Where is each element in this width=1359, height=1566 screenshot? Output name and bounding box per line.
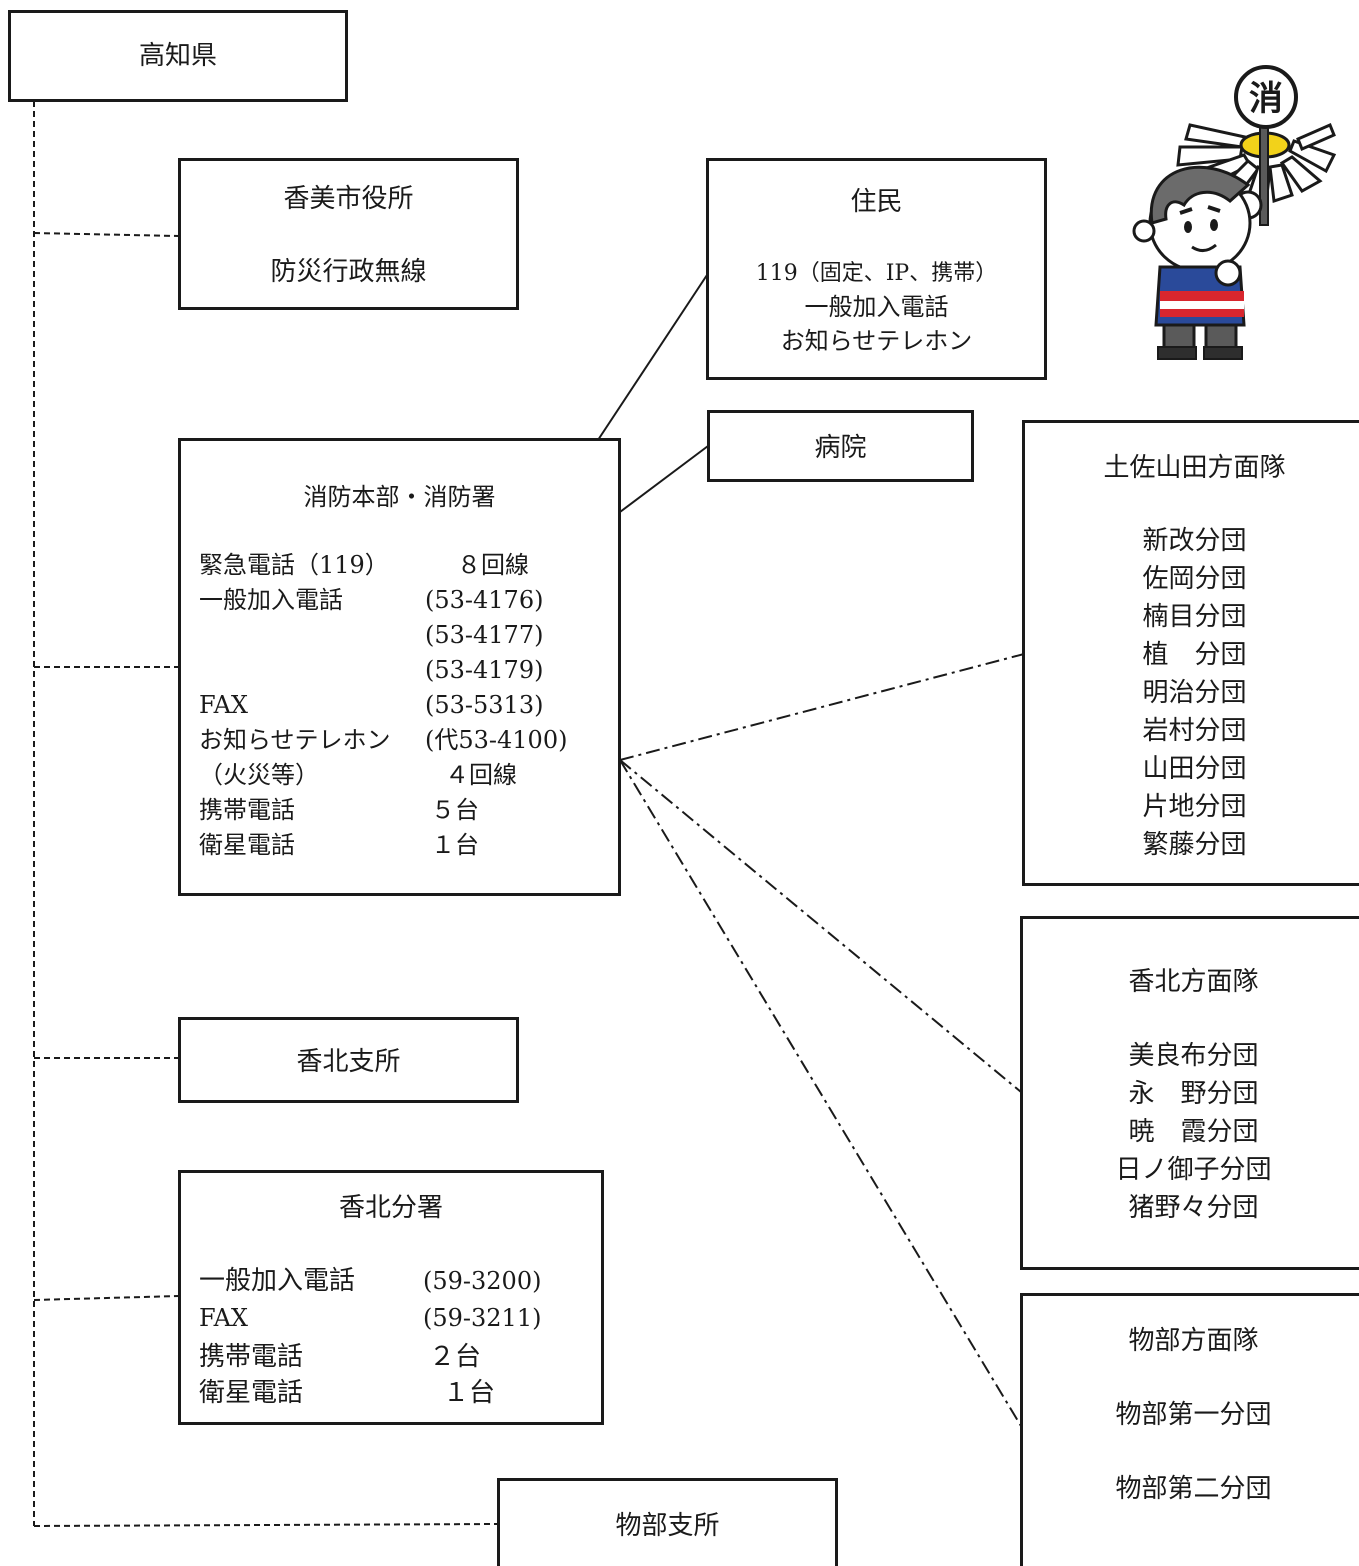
fire-hq-box: 消防本部・消防署 緊急電話（119） ８回線 一般加入電話 (53-4176) …	[178, 438, 621, 896]
unit-item: 美良布分団	[1128, 1041, 1259, 1071]
kochi-prefecture-box: 高知県	[8, 10, 348, 102]
residents-title: 住民	[850, 187, 903, 217]
unit-item: 物部第二分団	[1115, 1474, 1272, 1504]
hq-to-kahoku-corps-line	[619, 759, 1022, 1093]
hospital-box: 病院	[707, 410, 974, 482]
hq-row-value: (53-4179)	[425, 656, 544, 684]
firefighter-mascot-icon: 消	[1132, 65, 1337, 360]
unit-item: 片地分団	[1142, 792, 1247, 822]
station-row-label: FAX	[199, 1304, 248, 1332]
hq-to-residents-line	[597, 274, 708, 441]
unit-item: 明治分団	[1142, 678, 1247, 708]
hospital-title: 病院	[814, 433, 867, 463]
unit-item: 楠目分団	[1142, 602, 1247, 632]
station-row-value: ２台	[429, 1342, 482, 1372]
branch-to-kahoku-station	[33, 1295, 180, 1301]
monobe-branch-title: 物部支所	[615, 1511, 720, 1541]
unit-item: 猪野々分団	[1128, 1193, 1259, 1223]
hq-row-label: 衛星電話	[199, 831, 295, 859]
mascot-badge-text: 消	[1249, 79, 1283, 119]
tosayamada-title: 土佐山田方面隊	[1103, 453, 1286, 483]
hq-to-monobe-corps-line	[619, 759, 1022, 1427]
city-office-subtitle: 防災行政無線	[270, 257, 427, 287]
hq-row-label: （火災等）	[199, 761, 319, 789]
hq-row-value: ４回線	[445, 761, 517, 789]
hq-to-tosayamada-line	[619, 653, 1025, 761]
hq-row-value: １台	[431, 831, 479, 859]
hq-row-value: (53-4176)	[425, 586, 544, 614]
tosayamada-unit-list: 新改分団 佐岡分団 楠目分団 植 分団 明治分団 岩村分団 山田分団 片地分団 …	[1025, 522, 1359, 864]
unit-item: 新改分団	[1142, 526, 1247, 556]
unit-item: 暁 霞分団	[1128, 1117, 1259, 1147]
unit-item: 山田分団	[1142, 754, 1247, 784]
monobe-corps-box: 物部方面隊 物部第一分団 物部第二分団	[1020, 1293, 1359, 1566]
monobe-branch-box: 物部支所	[497, 1478, 838, 1566]
kahoku-corps-title: 香北方面隊	[1128, 967, 1259, 997]
station-row-label: 一般加入電話	[199, 1266, 356, 1296]
unit-item: 岩村分団	[1142, 716, 1247, 746]
unit-item: 永 野分団	[1128, 1079, 1259, 1109]
branch-to-monobe-branch	[33, 1523, 499, 1527]
residents-line: 119（固定、IP、携帯）	[755, 261, 998, 286]
tosayamada-corps-box: 土佐山田方面隊 新改分団 佐岡分団 楠目分団 植 分団 明治分団 岩村分団 山田…	[1022, 420, 1359, 886]
kahoku-corps-box: 香北方面隊 美良布分団 永 野分団 暁 霞分団 日ノ御子分団 猪野々分団	[1020, 916, 1359, 1270]
hq-row-label: 一般加入電話	[199, 586, 343, 614]
residents-box: 住民 119（固定、IP、携帯） 一般加入電話 お知らせテレホン	[706, 158, 1047, 380]
station-row-value: １台	[443, 1378, 496, 1408]
unit-item: 佐岡分団	[1142, 564, 1247, 594]
hq-row-value: (53-4177)	[425, 621, 544, 649]
hq-row-value: ５台	[431, 796, 479, 824]
unit-item: 物部第一分団	[1115, 1400, 1272, 1430]
residents-line: お知らせテレホン	[780, 327, 973, 355]
city-office-title: 香美市役所	[283, 184, 414, 214]
station-row-value: (59-3200)	[423, 1267, 542, 1295]
hq-row-value: (53-5313)	[425, 691, 544, 719]
residents-line: 一般加入電話	[804, 293, 949, 321]
kahoku-station-title: 香北分署	[338, 1193, 443, 1223]
hq-to-hospital-line	[619, 445, 709, 513]
station-row-label: 衛星電話	[199, 1378, 304, 1408]
kahoku-unit-list: 美良布分団 永 野分団 暁 霞分団 日ノ御子分団 猪野々分団	[1023, 1037, 1359, 1227]
hq-row-label: FAX	[199, 691, 248, 719]
kochi-title: 高知県	[138, 41, 217, 71]
hq-row-value: ８回線	[457, 551, 529, 579]
kahoku-station-box: 香北分署 一般加入電話 (59-3200) FAX (59-3211) 携帯電話…	[178, 1170, 604, 1425]
monobe-corps-title: 物部方面隊	[1128, 1326, 1259, 1356]
kahoku-branch-box: 香北支所	[178, 1017, 519, 1103]
city-office-box: 香美市役所 防災行政無線	[178, 158, 519, 310]
hq-row-label: 携帯電話	[199, 796, 295, 824]
hq-row-label: 緊急電話（119）	[199, 551, 389, 579]
station-row-label: 携帯電話	[199, 1342, 304, 1372]
branch-to-city-office	[33, 232, 180, 237]
unit-item: 植 分団	[1142, 640, 1247, 670]
station-row-value: (59-3211)	[423, 1304, 542, 1332]
unit-item: 繁藤分団	[1142, 830, 1247, 860]
unit-item: 日ノ御子分団	[1115, 1155, 1272, 1185]
hq-row-value: (代53-4100)	[425, 726, 568, 754]
hq-row-label: お知らせテレホン	[199, 726, 391, 754]
kahoku-branch-title: 香北支所	[296, 1047, 401, 1077]
fire-hq-title: 消防本部・消防署	[303, 483, 496, 511]
